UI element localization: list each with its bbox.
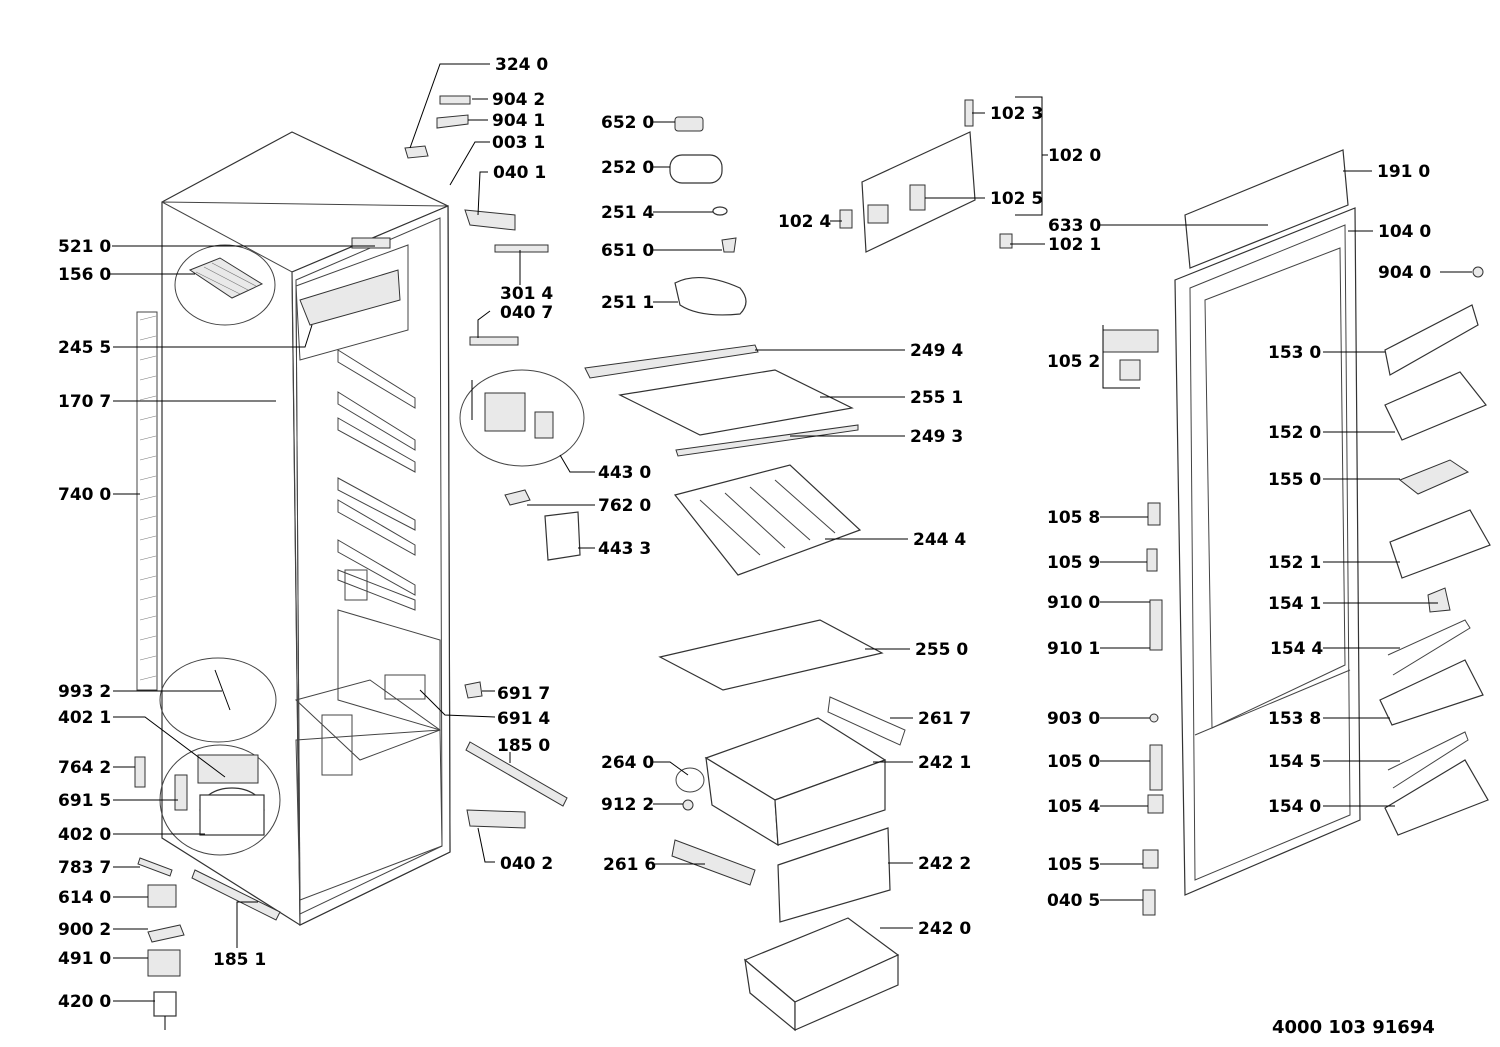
part-label: 102 1 [1048,235,1101,255]
part-label: 993 2 [58,682,111,702]
document-number: 4000 103 91694 [1272,1017,1435,1038]
part-label: 040 7 [500,303,553,323]
part-label: 003 1 [492,133,545,153]
part-label: 910 1 [1047,639,1100,659]
part-label: 691 7 [497,684,550,704]
part-label: 152 1 [1268,553,1321,573]
part-label: 521 0 [58,237,111,257]
part-label: 651 0 [601,241,654,261]
part-label: 301 4 [500,284,553,304]
part-label: 153 0 [1268,343,1321,363]
part-label: 912 2 [601,795,654,815]
part-label: 255 0 [915,640,968,660]
part-label: 154 4 [1270,639,1323,659]
part-label: 443 0 [598,463,651,483]
fridge-door [1102,149,1491,916]
part-label: 249 4 [910,341,963,361]
part-label: 251 1 [601,293,654,313]
part-label: 154 5 [1268,752,1321,772]
part-label: 105 8 [1047,508,1100,528]
part-label: 910 0 [1047,593,1100,613]
part-label: 420 0 [58,992,111,1012]
part-label: 105 4 [1047,797,1100,817]
part-label: 102 5 [990,189,1043,209]
part-label: 154 0 [1268,797,1321,817]
part-label: 691 4 [497,709,550,729]
part-label: 102 4 [778,212,831,232]
part-label: 762 0 [598,496,651,516]
part-label: 242 2 [918,854,971,874]
part-label: 104 0 [1378,222,1431,242]
part-label: 251 4 [601,203,654,223]
freezer-door-parts [839,99,1013,253]
part-label: 261 7 [918,709,971,729]
part-label: 904 0 [1378,263,1431,283]
part-label: 105 2 [1047,352,1100,372]
shelf-supports [337,349,416,611]
part-label: 242 0 [918,919,971,939]
part-label: 764 2 [58,758,111,778]
cabinet-body [134,95,568,1030]
part-label: 155 0 [1268,470,1321,490]
part-label: 249 3 [910,427,963,447]
part-label: 264 0 [601,753,654,773]
part-label: 242 1 [918,753,971,773]
part-label: 904 2 [492,90,545,110]
part-label: 170 7 [58,392,111,412]
part-labels: 521 0 156 0 245 5 170 7 740 0 993 2 402 … [58,55,1435,1038]
part-label: 152 0 [1268,423,1321,443]
part-label: 191 0 [1377,162,1430,182]
part-label: 245 5 [58,338,111,358]
part-label: 040 1 [493,163,546,183]
part-label: 244 4 [913,530,966,550]
part-label: 185 1 [213,950,266,970]
part-label: 261 6 [603,855,656,875]
part-label: 102 0 [1048,146,1101,166]
part-label: 105 9 [1047,553,1100,573]
part-label: 156 0 [58,265,111,285]
part-label: 633 0 [1048,216,1101,236]
part-label: 255 1 [910,388,963,408]
part-label: 402 0 [58,825,111,845]
part-label: 903 0 [1047,709,1100,729]
part-label: 324 0 [495,55,548,75]
part-label: 491 0 [58,949,111,969]
part-label: 900 2 [58,920,111,940]
part-label: 102 3 [990,104,1043,124]
part-label: 040 5 [1047,891,1100,911]
part-label: 402 1 [58,708,111,728]
part-label: 105 5 [1047,855,1100,875]
part-label: 153 8 [1268,709,1321,729]
part-label: 652 0 [601,113,654,133]
part-label: 614 0 [58,888,111,908]
part-label: 904 1 [492,111,545,131]
middle-parts [459,116,906,1032]
part-label: 252 0 [601,158,654,178]
part-label: 443 3 [598,539,651,559]
part-label: 105 0 [1047,752,1100,772]
part-label: 040 2 [500,854,553,874]
leader-lines [108,63,1472,1002]
part-label: 185 0 [497,736,550,756]
part-label: 783 7 [58,858,111,878]
part-label: 691 5 [58,791,111,811]
part-label: 154 1 [1268,594,1321,614]
part-label: 740 0 [58,485,111,505]
